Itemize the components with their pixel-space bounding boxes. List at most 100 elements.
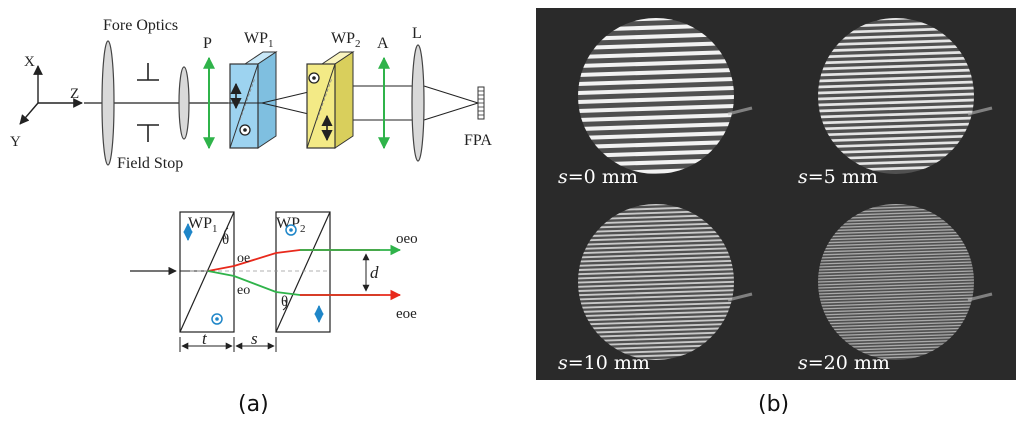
fringe-line — [818, 98, 974, 107]
fore-optics-label: Fore Optics — [103, 17, 178, 34]
fringe-line — [818, 225, 974, 232]
fringe-line — [578, 318, 734, 326]
fringe-line — [818, 294, 974, 301]
fringe-line — [818, 324, 974, 331]
fringe-line — [818, 321, 974, 328]
fringe-line — [818, 312, 974, 319]
photo-3-label: s=10 mm — [558, 352, 650, 374]
coordinate-axes — [19, 65, 83, 125]
fringe-line — [818, 264, 974, 271]
fringe-line — [818, 300, 974, 307]
fringe-line — [818, 306, 974, 313]
focal-plane-array — [477, 86, 485, 120]
oeo-label: oeo — [396, 231, 418, 247]
fringe-line — [578, 268, 734, 276]
wollaston-prism-2 — [306, 51, 355, 149]
fringe-line — [818, 291, 974, 298]
fringe-line — [818, 228, 974, 235]
fringe-line — [578, 322, 734, 330]
field-stop-label: Field Stop — [117, 155, 183, 172]
fringe-line — [578, 238, 734, 246]
analyzer-label: A — [377, 35, 389, 52]
fringe-line — [818, 270, 974, 277]
fringe-line — [818, 252, 974, 259]
fringe-line — [818, 246, 974, 253]
fringe-line — [578, 67, 734, 78]
fringe-line — [818, 122, 974, 131]
fringe-line — [818, 267, 974, 274]
fringe-line — [818, 285, 974, 292]
lens-label: L — [412, 25, 422, 42]
fringe-line — [578, 230, 734, 238]
axis-y-label: Y — [10, 134, 21, 150]
fringe-photo-2: s=5 mm — [776, 8, 1016, 194]
fringe-line — [818, 273, 974, 280]
wp2-label: WP2 — [331, 30, 361, 50]
axis-x-label: X — [24, 54, 35, 70]
imaging-lens — [411, 44, 425, 162]
fringe-line — [578, 139, 734, 150]
fringe-line — [578, 247, 734, 255]
fringe-photo-3: s=10 mm — [536, 194, 776, 380]
fringe-line — [818, 249, 974, 256]
eoe-label: eoe — [396, 306, 417, 322]
fringe-line — [818, 62, 974, 71]
fringe-line — [818, 276, 974, 283]
wp2-detail-dot-icon — [285, 224, 297, 236]
fringe-line — [578, 243, 734, 250]
fringe-line — [578, 76, 734, 87]
fpa-label: FPA — [464, 132, 492, 149]
fringe-line — [818, 86, 974, 95]
fringe-line — [818, 128, 974, 137]
fringe-line — [578, 94, 734, 105]
fringe-line — [818, 116, 974, 125]
fringe-line — [818, 279, 974, 286]
fringe-line — [818, 330, 974, 337]
s-label: s — [251, 329, 258, 348]
fringe-line — [578, 226, 734, 234]
fringe-line — [578, 112, 734, 123]
photo-2-label: s=5 mm — [798, 166, 878, 188]
fringe-line — [818, 50, 974, 59]
fringe-line — [818, 134, 974, 143]
fringe-line — [818, 261, 974, 268]
fringe-photo-grid: s=0 mm s=5 mm s=10 mm s=20 mm — [536, 8, 1016, 380]
wp1-detail-label: WP1 — [188, 215, 218, 235]
fringe-line — [578, 297, 734, 305]
caption-a: (a) — [238, 392, 269, 417]
fringe-line — [578, 130, 734, 141]
schematic-diagram: X Z Y Fore Optics Field Stop P WP1 — [10, 17, 492, 352]
fringe-line — [578, 49, 734, 60]
field-stop — [137, 63, 159, 142]
wollaston-prism-1 — [229, 51, 278, 149]
caption-b: (b) — [758, 392, 790, 417]
fringe-line — [578, 40, 734, 51]
fringe-line — [818, 110, 974, 119]
polarizer-label: P — [203, 35, 212, 52]
fringe-line — [818, 258, 974, 265]
fringe-line — [578, 251, 734, 259]
fringe-line — [578, 314, 734, 322]
photo-4-label: s=20 mm — [798, 352, 890, 374]
wp1-label: WP1 — [244, 30, 274, 50]
fringe-line — [818, 243, 974, 250]
fringe-line — [818, 237, 974, 244]
wp2-theta-label: θ — [281, 294, 288, 310]
eo-label: eo — [237, 283, 250, 298]
fringe-line — [818, 104, 974, 113]
fringe-line — [818, 255, 974, 262]
fore-optics-lens — [101, 40, 115, 166]
fringe-line — [578, 264, 734, 271]
wp2-detail-prism — [275, 211, 331, 333]
fringe-line — [578, 121, 734, 132]
fringe-photo-4: s=20 mm — [776, 194, 1016, 380]
fringe-line — [818, 240, 974, 247]
fringe-line — [578, 272, 734, 280]
fringe-line — [818, 44, 974, 53]
fringe-line — [818, 38, 974, 47]
fringe-line — [578, 58, 734, 69]
fringe-line — [818, 309, 974, 316]
fringe-line — [578, 327, 734, 334]
fringe-line — [578, 259, 734, 267]
fringe-line — [818, 318, 974, 325]
